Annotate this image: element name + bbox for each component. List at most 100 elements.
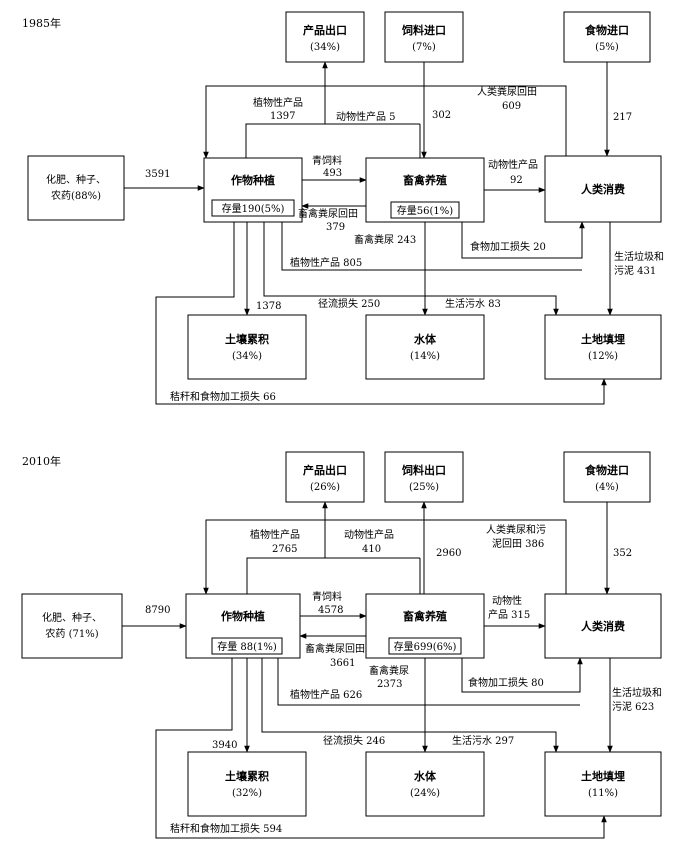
node-soil: 土壤累积 (34%) bbox=[187, 314, 307, 380]
flow-human-manure-value: 609 bbox=[502, 101, 521, 112]
svg-text:产品出口: 产品出口 bbox=[303, 23, 347, 37]
svg-text:(24%): (24%) bbox=[410, 788, 440, 799]
flow-sewage: 生活污水 83 bbox=[445, 297, 501, 310]
svg-text:(34%): (34%) bbox=[310, 42, 340, 53]
node-food-import: 食物进口 (5%) bbox=[563, 11, 651, 63]
svg-text:化肥、种子、: 化肥、种子、 bbox=[42, 611, 102, 624]
flow-animal-export: 动物性产品 5 bbox=[336, 110, 396, 123]
node-human: 人类消费 bbox=[544, 593, 662, 659]
svg-text:存量 88(1%): 存量 88(1%) bbox=[217, 640, 277, 653]
flow-straw: 秸秆和食物加工损失 66 bbox=[170, 390, 276, 403]
svg-text:(11%): (11%) bbox=[588, 788, 618, 799]
flow-feed-value: 302 bbox=[432, 110, 451, 121]
flow-livestock-manure-value: 3661 bbox=[330, 658, 355, 669]
flow-lines bbox=[122, 501, 613, 839]
node-export: 产品出口 (34%) bbox=[285, 11, 365, 63]
svg-text:水体: 水体 bbox=[414, 769, 437, 783]
node-water: 水体 (24%) bbox=[365, 751, 485, 817]
svg-text:人类消费: 人类消费 bbox=[581, 182, 625, 196]
flow-feed-value: 2960 bbox=[436, 548, 461, 559]
node-export: 产品出口 (26%) bbox=[285, 451, 365, 503]
flow-input: 3591 bbox=[145, 169, 170, 180]
svg-text:(5%): (5%) bbox=[595, 42, 619, 53]
flow-garbage-name: 生活垃圾和 bbox=[614, 250, 664, 263]
year-label: 2010年 bbox=[22, 454, 61, 468]
flow-lines bbox=[124, 61, 613, 405]
flow-food-value: 217 bbox=[613, 112, 632, 123]
svg-text:畜禽养殖: 畜禽养殖 bbox=[403, 173, 447, 187]
svg-text:存量699(6%): 存量699(6%) bbox=[394, 640, 457, 653]
flow-straw: 秸秆和食物加工损失 594 bbox=[170, 822, 282, 835]
node-crop: 作物种植 存量 88(1%) bbox=[185, 593, 301, 659]
flow-food-value: 352 bbox=[613, 548, 632, 559]
svg-text:土地填埋: 土地填埋 bbox=[581, 769, 625, 783]
flow-human-manure-name: 人类粪尿和污 bbox=[486, 523, 546, 536]
svg-text:(25%): (25%) bbox=[409, 482, 439, 493]
flow-manure-water-value: 2373 bbox=[377, 679, 402, 690]
flow-human-manure-name: 人类粪尿回田 bbox=[477, 85, 537, 98]
node-landfill: 土地填埋 (12%) bbox=[544, 314, 662, 380]
svg-text:(26%): (26%) bbox=[310, 482, 340, 493]
svg-text:土壤累积: 土壤累积 bbox=[225, 332, 269, 346]
svg-text:人类消费: 人类消费 bbox=[581, 619, 625, 633]
flow-plant-export-value: 2765 bbox=[272, 544, 297, 555]
flow-plant-export-name: 植物性产品 bbox=[250, 528, 300, 541]
flow-animal-human-name: 动物性 bbox=[492, 594, 522, 607]
node-livestock: 畜禽养殖 存量56(1%) bbox=[365, 157, 485, 223]
flow-runoff: 径流损失 246 bbox=[323, 734, 385, 747]
svg-text:存量190(5%): 存量190(5%) bbox=[222, 202, 285, 215]
flow-plant-human: 植物性产品 626 bbox=[290, 688, 362, 701]
svg-text:(34%): (34%) bbox=[232, 351, 262, 362]
svg-text:化肥、种子、: 化肥、种子、 bbox=[46, 173, 106, 186]
flow-green-feed-value: 493 bbox=[323, 168, 342, 179]
flow-plant-export-value: 1397 bbox=[270, 111, 295, 122]
flow-garbage-value: 污泥 623 bbox=[612, 700, 654, 713]
node-water: 水体 (14%) bbox=[365, 314, 485, 380]
year-label: 1985年 bbox=[22, 16, 61, 30]
flow-manure-water-name: 畜禽粪尿 bbox=[369, 664, 409, 677]
svg-text:(4%): (4%) bbox=[595, 482, 619, 493]
node-feed-export: 饲料出口 (25%) bbox=[384, 451, 464, 503]
node-crop: 作物种植 存量190(5%) bbox=[203, 157, 303, 223]
node-food-import: 食物进口 (4%) bbox=[563, 451, 651, 503]
flow-garbage-name: 生活垃圾和 bbox=[612, 686, 662, 699]
flow-input: 8790 bbox=[145, 605, 170, 616]
flow-animal-human-value: 产品 315 bbox=[488, 608, 530, 621]
svg-text:水体: 水体 bbox=[414, 332, 437, 346]
flow-livestock-manure-name: 畜禽粪尿回田 bbox=[298, 207, 358, 220]
node-inputs: 化肥、种子、 农药(88%) bbox=[27, 155, 125, 221]
flow-sewage: 生活污水 297 bbox=[452, 734, 514, 747]
node-soil: 土壤累积 (32%) bbox=[187, 751, 307, 817]
svg-text:作物种植: 作物种植 bbox=[231, 173, 275, 187]
svg-text:农药 (71%): 农药 (71%) bbox=[45, 627, 98, 640]
flow-livestock-manure-value: 379 bbox=[326, 222, 345, 233]
flow-soil-value: 3940 bbox=[212, 740, 237, 751]
svg-text:作物种植: 作物种植 bbox=[221, 609, 265, 623]
svg-text:农药(88%): 农药(88%) bbox=[51, 189, 101, 202]
svg-text:饲料进口: 饲料进口 bbox=[401, 23, 446, 37]
flow-manure-water: 畜禽粪尿 243 bbox=[354, 233, 416, 246]
flow-livestock-manure-name: 畜禽粪尿回田 bbox=[305, 642, 365, 655]
flow-processing-loss: 食物加工损失 80 bbox=[468, 676, 544, 689]
flow-green-feed-value: 4578 bbox=[318, 605, 343, 616]
flow-human-manure-value: 泥回田 386 bbox=[492, 537, 544, 550]
node-human: 人类消费 bbox=[544, 155, 662, 223]
flow-garbage-value: 污泥 431 bbox=[614, 264, 656, 277]
flow-soil-value: 1378 bbox=[256, 301, 281, 312]
flow-processing-loss: 食物加工损失 20 bbox=[470, 240, 546, 253]
svg-text:畜禽养殖: 畜禽养殖 bbox=[403, 609, 447, 623]
flow-animal-human-name: 动物性产品 bbox=[488, 158, 538, 171]
flow-plant-human: 植物性产品 805 bbox=[290, 256, 362, 269]
svg-text:(32%): (32%) bbox=[232, 788, 262, 799]
svg-text:土地填埋: 土地填埋 bbox=[581, 332, 625, 346]
svg-text:(7%): (7%) bbox=[412, 42, 436, 53]
svg-text:食物进口: 食物进口 bbox=[585, 23, 629, 37]
svg-text:饲料出口: 饲料出口 bbox=[401, 463, 446, 477]
flow-green-feed-name: 青饲料 bbox=[312, 590, 342, 603]
flow-animal-human-value: 92 bbox=[510, 175, 523, 186]
flow-animal-export-value: 410 bbox=[362, 544, 381, 555]
svg-text:存量56(1%): 存量56(1%) bbox=[397, 204, 453, 217]
node-inputs: 化肥、种子、 农药 (71%) bbox=[21, 593, 123, 659]
svg-text:产品出口: 产品出口 bbox=[303, 463, 347, 477]
